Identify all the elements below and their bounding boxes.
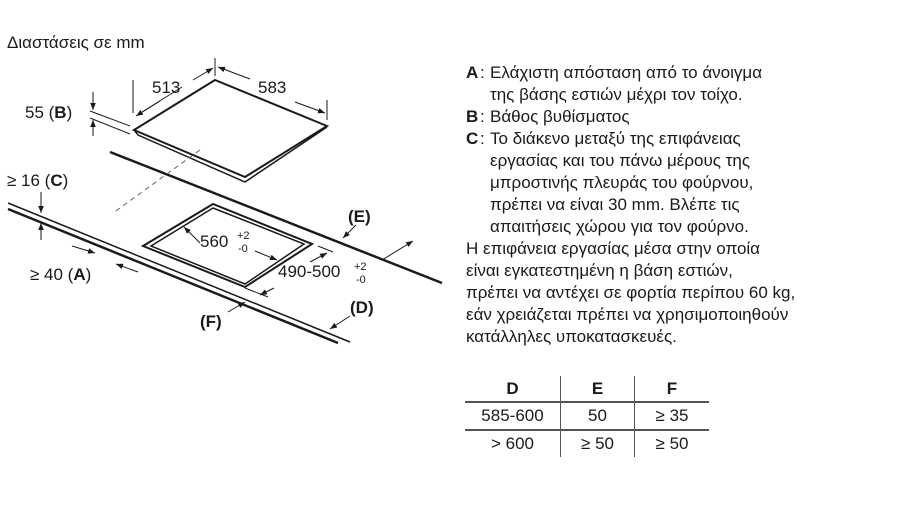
cell: > 600 — [465, 429, 561, 457]
note-line: Ελάχιστη απόσταση από το άνοιγμα — [490, 63, 763, 82]
header-e: E — [560, 376, 635, 402]
installation-diagram: 513 583 55 (B) ≥ 16 (C) ≥ 40 (A) 560 +2 … — [7, 58, 443, 345]
min-distance-a-label: ≥ 40 (A) — [30, 265, 91, 284]
paragraph-line: κατάλληλες υποκατασκευές. — [466, 327, 677, 346]
hob-top — [131, 78, 330, 179]
paragraph-line: είναι εγκατεστημένη η βάση εστιών, — [466, 261, 733, 280]
header-d: D — [465, 376, 561, 402]
cutout-width-tol-minus: -0 — [238, 243, 248, 255]
cutout-outer — [140, 202, 315, 289]
table-row: 585-600 50 ≥ 35 — [465, 401, 709, 430]
min-gap-c-label: ≥ 16 (C) — [7, 171, 68, 190]
cutout-depth-label: 490-500 — [278, 262, 340, 281]
table-header: D E F — [465, 376, 709, 402]
cell: 50 — [560, 401, 635, 430]
cell: ≥ 35 — [634, 401, 709, 430]
cutout-inner — [149, 207, 306, 285]
paragraph-line: εάν χρειάζεται πρέπει να χρησιμοποιηθούν — [466, 305, 789, 324]
worktop-front-edge-lower — [7, 207, 339, 345]
cutout-depth-tol-plus: +2 — [354, 261, 367, 273]
note-line: Το διάκενο μεταξύ της επιφάνειας — [490, 129, 741, 148]
label-f: (F) — [200, 312, 222, 331]
hob-width-label: 583 — [258, 78, 286, 97]
label-d: (D) — [350, 298, 374, 317]
worktop-back-edge — [109, 150, 443, 285]
label-e: (E) — [348, 207, 371, 226]
note-line: Βάθος βυθίσματος — [490, 107, 630, 126]
hob-depth-label: 513 — [152, 78, 180, 97]
cutout-width-label: 560 — [200, 232, 228, 251]
hob-height-label: 55 (B) — [25, 103, 72, 122]
note-key: A — [466, 63, 479, 82]
cell: ≥ 50 — [634, 429, 709, 457]
paragraph-line: πρέπει να αντέχει σε φορτία περίπου 60 k… — [466, 283, 796, 302]
note-key: B — [466, 107, 479, 126]
note-line: πρέπει να είναι 30 mm. Βλέπε τις — [490, 195, 740, 214]
paragraph-line: Η επιφάνεια εργασίας μέσα στην οποία — [466, 239, 760, 258]
cell: 585-600 — [465, 401, 561, 430]
load-paragraph: Η επιφάνεια εργασίας μέσα στην οποία είν… — [466, 238, 795, 348]
note-line: απαιτήσεις χώρου για τον φούρνο. — [490, 217, 749, 236]
note-c: C: Το διάκενο μεταξύ της επιφάνειας εργα… — [466, 129, 754, 236]
diagram-title: Διαστάσεις σε mm — [7, 33, 145, 52]
note-line: μπροστινής πλευράς του φούρνου, — [490, 173, 754, 192]
note-key: C — [466, 129, 479, 148]
cutout-width-tol-plus: +2 — [237, 230, 250, 242]
note-b: B: Βάθος βυθίσματος — [466, 107, 630, 126]
header-f: F — [666, 378, 678, 398]
cutout-depth-tol-minus: -0 — [356, 274, 366, 286]
note-line: εργασίας και του πάνω μέρους της — [490, 151, 751, 170]
note-line: της βάσης εστιών μέχρι τον τοίχο. — [490, 85, 743, 104]
hob-side — [133, 126, 328, 183]
worktop-front-edge — [7, 202, 351, 343]
table-row: > 600 ≥ 50 ≥ 50 — [465, 429, 709, 457]
clearance-table: D E F 585-600 50 ≥ 35 > 600 ≥ 50 ≥ 50 — [465, 376, 709, 457]
cell: ≥ 50 — [560, 429, 635, 457]
